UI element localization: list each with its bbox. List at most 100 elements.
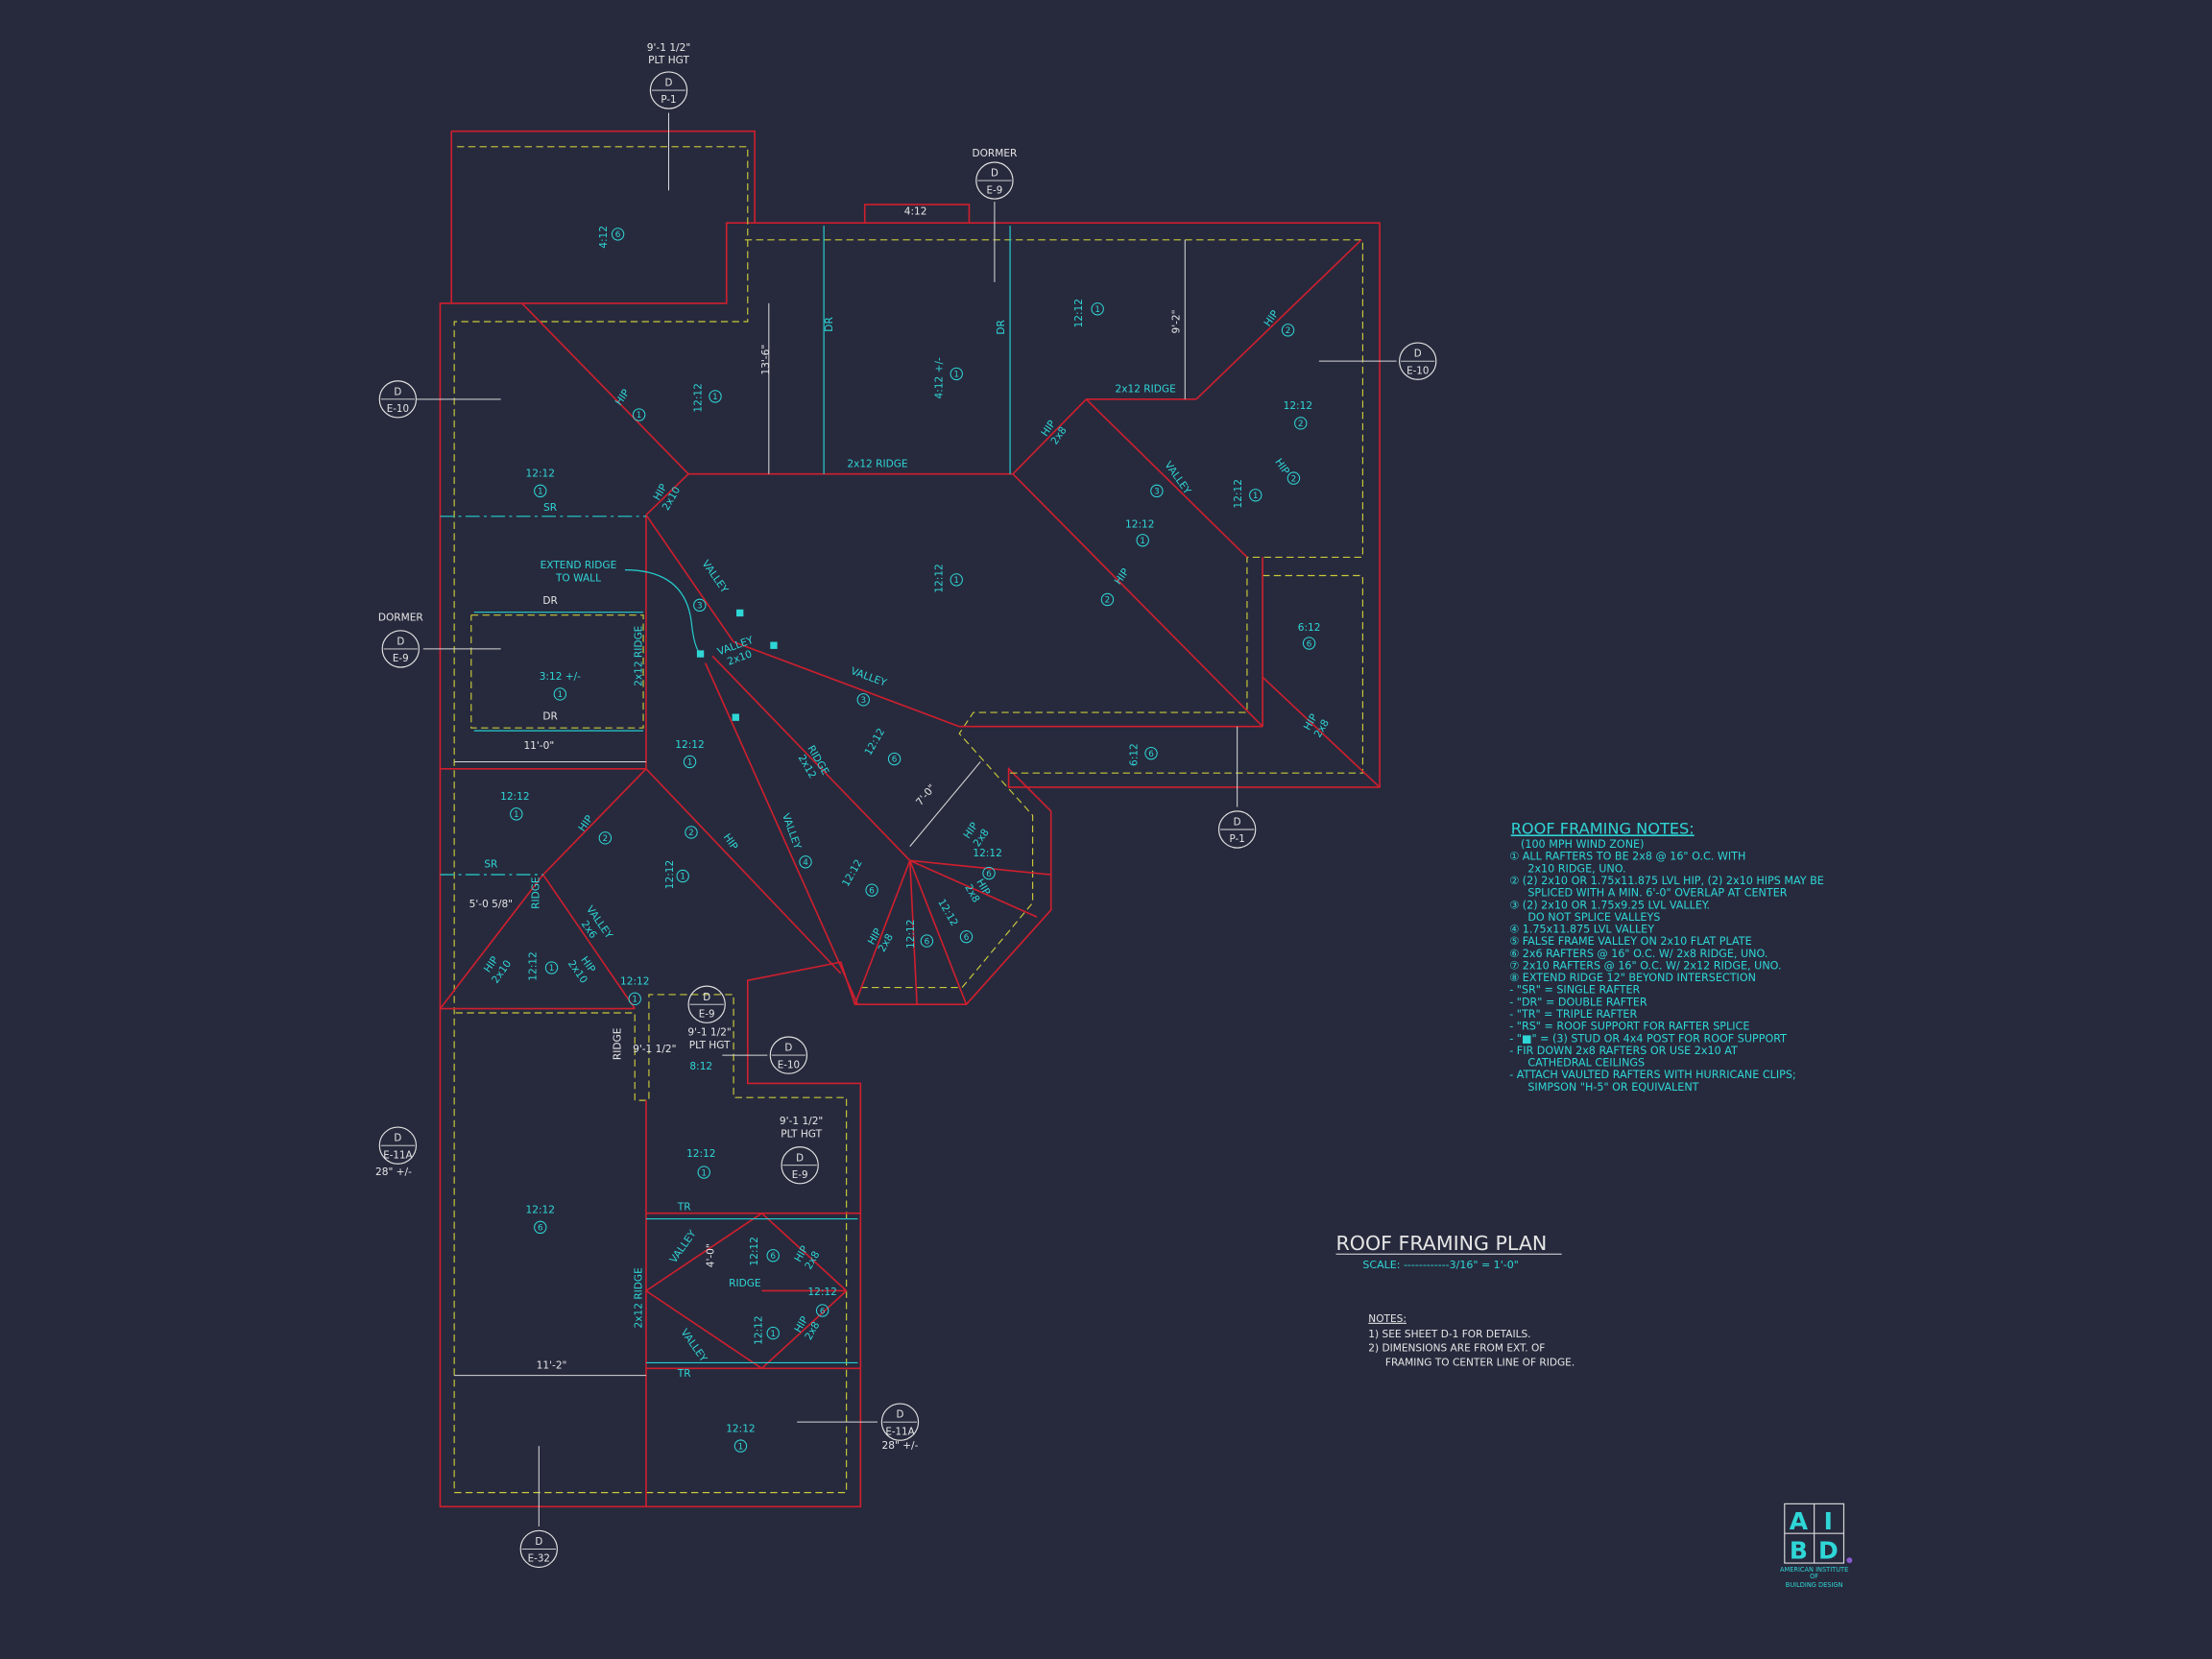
plan-label: 3:12 +/- — [540, 671, 581, 683]
note-tag: 1 — [950, 367, 963, 381]
plan-label: VALLEY — [699, 558, 730, 595]
plan-label: DR — [824, 317, 835, 332]
svg-text:D: D — [1234, 817, 1241, 829]
plan-label: 12:12 — [1073, 299, 1085, 327]
svg-text:6: 6 — [986, 870, 992, 879]
svg-text:OF: OF — [1810, 1573, 1818, 1580]
general-notes: NOTES: 1) SEE SHEET D-1 FOR DETAILS. 2) … — [1368, 1313, 1575, 1369]
svg-text:1: 1 — [687, 758, 693, 768]
framing-note-line: DO NOT SPLICE VALLEYS — [1527, 911, 1660, 924]
note-tag: 1 — [1249, 489, 1262, 502]
section-marker: DE-9 — [975, 161, 1014, 200]
section-marker: DE-9 — [381, 630, 420, 668]
note-tag: 1 — [534, 484, 547, 498]
plan-label: SR — [484, 859, 498, 871]
svg-text:D: D — [394, 386, 401, 397]
svg-text:D: D — [1414, 349, 1422, 360]
note-tag: 1 — [1091, 302, 1104, 316]
plan-label: 12:12 — [664, 860, 676, 889]
framing-note-line: - "DR" = DOUBLE RAFTER — [1509, 996, 1647, 1008]
note-tag: 1 — [1136, 534, 1149, 547]
note-tag: 1 — [553, 687, 567, 701]
svg-text:E-9: E-9 — [393, 653, 409, 664]
plan-label: 11'-0" — [523, 740, 554, 752]
plan-label: 12:12 — [500, 791, 529, 803]
note-tag: 6 — [887, 752, 902, 766]
svg-text:1: 1 — [738, 1442, 744, 1452]
plan-label: 2x12 RIDGE — [634, 1267, 645, 1328]
plan-label: 6:12 — [1298, 622, 1321, 634]
plan-label: 12:12 — [840, 857, 865, 888]
plan-label: RIDGE — [530, 877, 541, 908]
plan-label: TR — [677, 1368, 691, 1380]
general-note: 2) DIMENSIONS ARE FROM EXT. OF — [1368, 1343, 1545, 1355]
framing-note-line: 2x10 RIDGE, UNO. — [1527, 862, 1625, 875]
plan-label: DR — [996, 320, 1007, 335]
plan-label: HIP — [1113, 566, 1132, 588]
svg-text:E-9: E-9 — [987, 184, 1003, 196]
framing-note-line: ② (2) 2x10 OR 1.75x11.875 LVL HIP, (2) 2… — [1509, 875, 1824, 887]
plan-label: 12:12 — [726, 1423, 755, 1434]
plan-label: 28" +/- — [882, 1440, 919, 1452]
plan-label: VALLEY — [668, 1228, 699, 1265]
drawing-title: ROOF FRAMING PLAN — [1336, 1232, 1548, 1255]
plan-label: 12:12 — [753, 1315, 764, 1344]
note-tag: 2 — [1100, 592, 1115, 607]
plan-label: RIDGE — [613, 1028, 624, 1060]
svg-text:1: 1 — [1094, 305, 1100, 315]
note-tag: 6 — [959, 929, 974, 944]
drawing-scale: SCALE: ------------3/16" = 1'-0" — [1362, 1259, 1518, 1271]
note-tag: 3 — [856, 693, 870, 707]
svg-text:6: 6 — [538, 1224, 543, 1234]
svg-text:BUILDING DESIGN: BUILDING DESIGN — [1786, 1581, 1843, 1589]
svg-text:B: B — [1790, 1537, 1808, 1565]
plan-label: DR — [542, 595, 558, 607]
note-tag: 2 — [685, 826, 698, 839]
note-tag: 6 — [611, 228, 625, 241]
plan-label: TO WALL — [555, 572, 601, 584]
note-tag: 1 — [697, 1166, 710, 1179]
svg-text:D: D — [1818, 1537, 1839, 1565]
plan-label: 12:12 — [935, 897, 960, 927]
note-tag: 6 — [1302, 637, 1316, 650]
plan-label: 12:12 — [675, 739, 704, 751]
note-tag: 6 — [1144, 746, 1158, 760]
plan-label: 12:12 — [863, 727, 888, 757]
plan-label: 2x12 RIDGE — [1116, 383, 1176, 395]
plan-label: PLT HGT — [781, 1128, 822, 1140]
general-notes-heading: NOTES: — [1368, 1313, 1407, 1325]
plan-label: HIP — [613, 387, 633, 408]
section-marker: DE-10 — [378, 380, 418, 419]
svg-text:D: D — [897, 1409, 904, 1421]
rafter-lines — [440, 226, 1011, 1364]
framing-note-line: - "■" = (3) STUD OR 4x4 POST FOR ROOF SU… — [1509, 1032, 1787, 1045]
svg-text:2: 2 — [1291, 474, 1297, 484]
svg-text:1: 1 — [538, 488, 543, 497]
plan-label: 12:12 — [905, 920, 917, 949]
plan-label: 9'-1 1/2" — [647, 42, 690, 54]
note-tag: 2 — [598, 831, 613, 845]
plan-label: 4:12 — [598, 226, 610, 249]
note-tag: 6 — [865, 883, 878, 897]
plan-label: 12:12 — [620, 976, 649, 988]
plan-label: 8:12 — [689, 1061, 712, 1072]
note-tag: 3 — [693, 598, 707, 613]
svg-text:1: 1 — [680, 873, 685, 882]
section-marker: DE-9 — [687, 985, 726, 1023]
note-tag: 1 — [628, 992, 641, 1006]
plan-label: 12:12 — [692, 383, 704, 412]
plan-label: 4:12 +/- — [934, 357, 946, 398]
svg-text:6: 6 — [892, 756, 898, 765]
note-tag: 3 — [1150, 484, 1164, 498]
svg-text:D: D — [665, 78, 673, 89]
plan-label: HIP — [1262, 308, 1281, 329]
svg-text:6: 6 — [770, 1252, 776, 1262]
svg-text:I: I — [1824, 1507, 1833, 1535]
plan-label: 11'-2" — [537, 1359, 567, 1371]
svg-text:2: 2 — [1298, 420, 1304, 429]
framing-note-line: SIMPSON "H-5" OR EQUIVALENT — [1527, 1081, 1698, 1094]
note-tag: 1 — [632, 408, 646, 421]
drawing-title-block: ROOF FRAMING PLAN SCALE: ------------3/1… — [1335, 1232, 1562, 1271]
